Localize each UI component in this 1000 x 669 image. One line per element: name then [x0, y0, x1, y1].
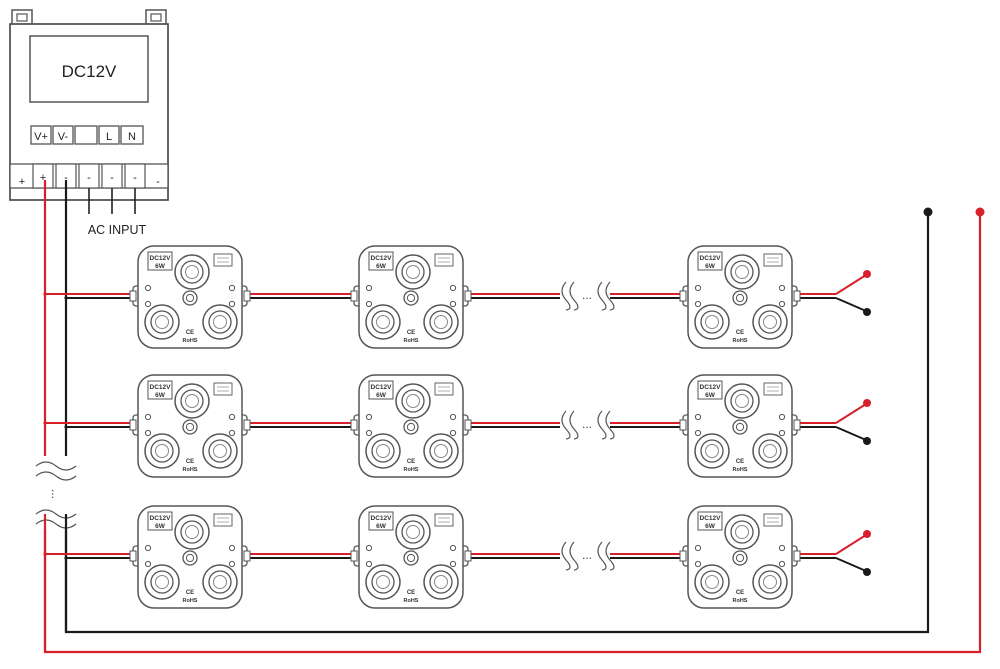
wire-break-mark: ...	[560, 540, 616, 572]
module-ce-mark: CE	[736, 459, 744, 465]
module-voltage-label: DC12V	[700, 255, 722, 262]
module-rohs-mark: RoHS	[183, 338, 198, 344]
module-row: ...DC12V6WCERoHSDC12V6WCERoHSDC12V6WCERo…	[43, 245, 871, 349]
screw-hole	[182, 419, 198, 435]
module-voltage-label: DC12V	[371, 384, 393, 391]
module-power-label: 6W	[155, 392, 166, 399]
module-ce-mark: CE	[407, 459, 415, 465]
module-rohs-mark: RoHS	[183, 598, 198, 604]
psu-display	[29, 35, 149, 103]
module-power-label: 6W	[705, 392, 716, 399]
terminal-label-n: N	[128, 131, 136, 143]
power-supply: DC12V V+ V- L N + + - - - -	[9, 9, 169, 237]
screw-hole	[403, 419, 419, 435]
ac-input-leads	[88, 188, 136, 214]
terminal-label-l: L	[106, 131, 112, 143]
wire-break-mark: ...	[560, 409, 616, 441]
terminal-sign-1: -	[64, 172, 68, 184]
module-voltage-label: DC12V	[150, 515, 172, 522]
screw-hole	[732, 419, 748, 435]
module-ce-mark: CE	[186, 459, 194, 465]
module-voltage-label: DC12V	[150, 384, 172, 391]
module-voltage-label: DC12V	[371, 515, 393, 522]
module-power-label: 6W	[376, 392, 387, 399]
row-wire-ends	[835, 530, 871, 576]
wire-break-ellipsis: ...	[582, 417, 592, 431]
module-power-label: 6W	[376, 263, 387, 270]
terminal-label-vplus: V+	[34, 131, 48, 143]
module-power-label: 6W	[376, 523, 387, 530]
wire-break-mark: ...	[560, 280, 616, 312]
module-rohs-mark: RoHS	[404, 338, 419, 344]
psu-voltage-label: DC12V	[62, 62, 117, 81]
screw-hole	[403, 290, 419, 306]
terminal-label-vminus: V-	[58, 131, 69, 143]
terminal-sign-2: -	[87, 172, 91, 184]
ac-input-label: AC INPUT	[88, 223, 147, 237]
module-rohs-mark: RoHS	[733, 467, 748, 473]
module-rohs-mark: RoHS	[733, 338, 748, 344]
terminal-block: + + - - - - -	[9, 163, 169, 189]
module-ce-mark: CE	[186, 590, 194, 596]
terminal-sign-4: -	[133, 172, 137, 184]
screw-hole	[732, 290, 748, 306]
row-wire-ends	[835, 270, 871, 316]
module-power-label: 6W	[155, 263, 166, 270]
bus-break-ellipsis: ...	[49, 489, 63, 499]
outer-sign-minus: -	[156, 176, 160, 188]
module-ce-mark: CE	[186, 330, 194, 336]
module-power-label: 6W	[155, 523, 166, 530]
terminal-sign-3: -	[110, 172, 114, 184]
module-rohs-mark: RoHS	[183, 467, 198, 473]
module-voltage-label: DC12V	[700, 384, 722, 391]
module-ce-mark: CE	[736, 330, 744, 336]
wire-break-ellipsis: ...	[582, 548, 592, 562]
module-power-label: 6W	[705, 263, 716, 270]
module-ce-mark: CE	[407, 330, 415, 336]
bus-continuation	[43, 514, 68, 652]
terminal-label-strip: V+ V- L N	[30, 125, 144, 145]
module-rohs-mark: RoHS	[404, 598, 419, 604]
module-row: ...DC12V6WCERoHSDC12V6WCERoHSDC12V6WCERo…	[43, 505, 871, 609]
module-power-label: 6W	[705, 523, 716, 530]
module-voltage-label: DC12V	[700, 515, 722, 522]
module-rohs-mark: RoHS	[733, 598, 748, 604]
module-voltage-label: DC12V	[371, 255, 393, 262]
bus-break-mark: ...	[34, 456, 77, 530]
screw-hole	[182, 550, 198, 566]
module-row: ...DC12V6WCERoHSDC12V6WCERoHSDC12V6WCERo…	[43, 374, 871, 478]
module-ce-mark: CE	[736, 590, 744, 596]
module-ce-mark: CE	[407, 590, 415, 596]
module-voltage-label: DC12V	[150, 255, 172, 262]
wire-break-ellipsis: ...	[582, 288, 592, 302]
terminal-sign-0: +	[40, 172, 46, 184]
row-wire-ends	[835, 399, 871, 445]
outer-sign-plus: +	[19, 176, 25, 188]
screw-hole	[182, 290, 198, 306]
screw-hole	[403, 550, 419, 566]
module-rows: ...DC12V6WCERoHSDC12V6WCERoHSDC12V6WCERo…	[43, 245, 871, 609]
module-rohs-mark: RoHS	[404, 467, 419, 473]
screw-hole	[732, 550, 748, 566]
